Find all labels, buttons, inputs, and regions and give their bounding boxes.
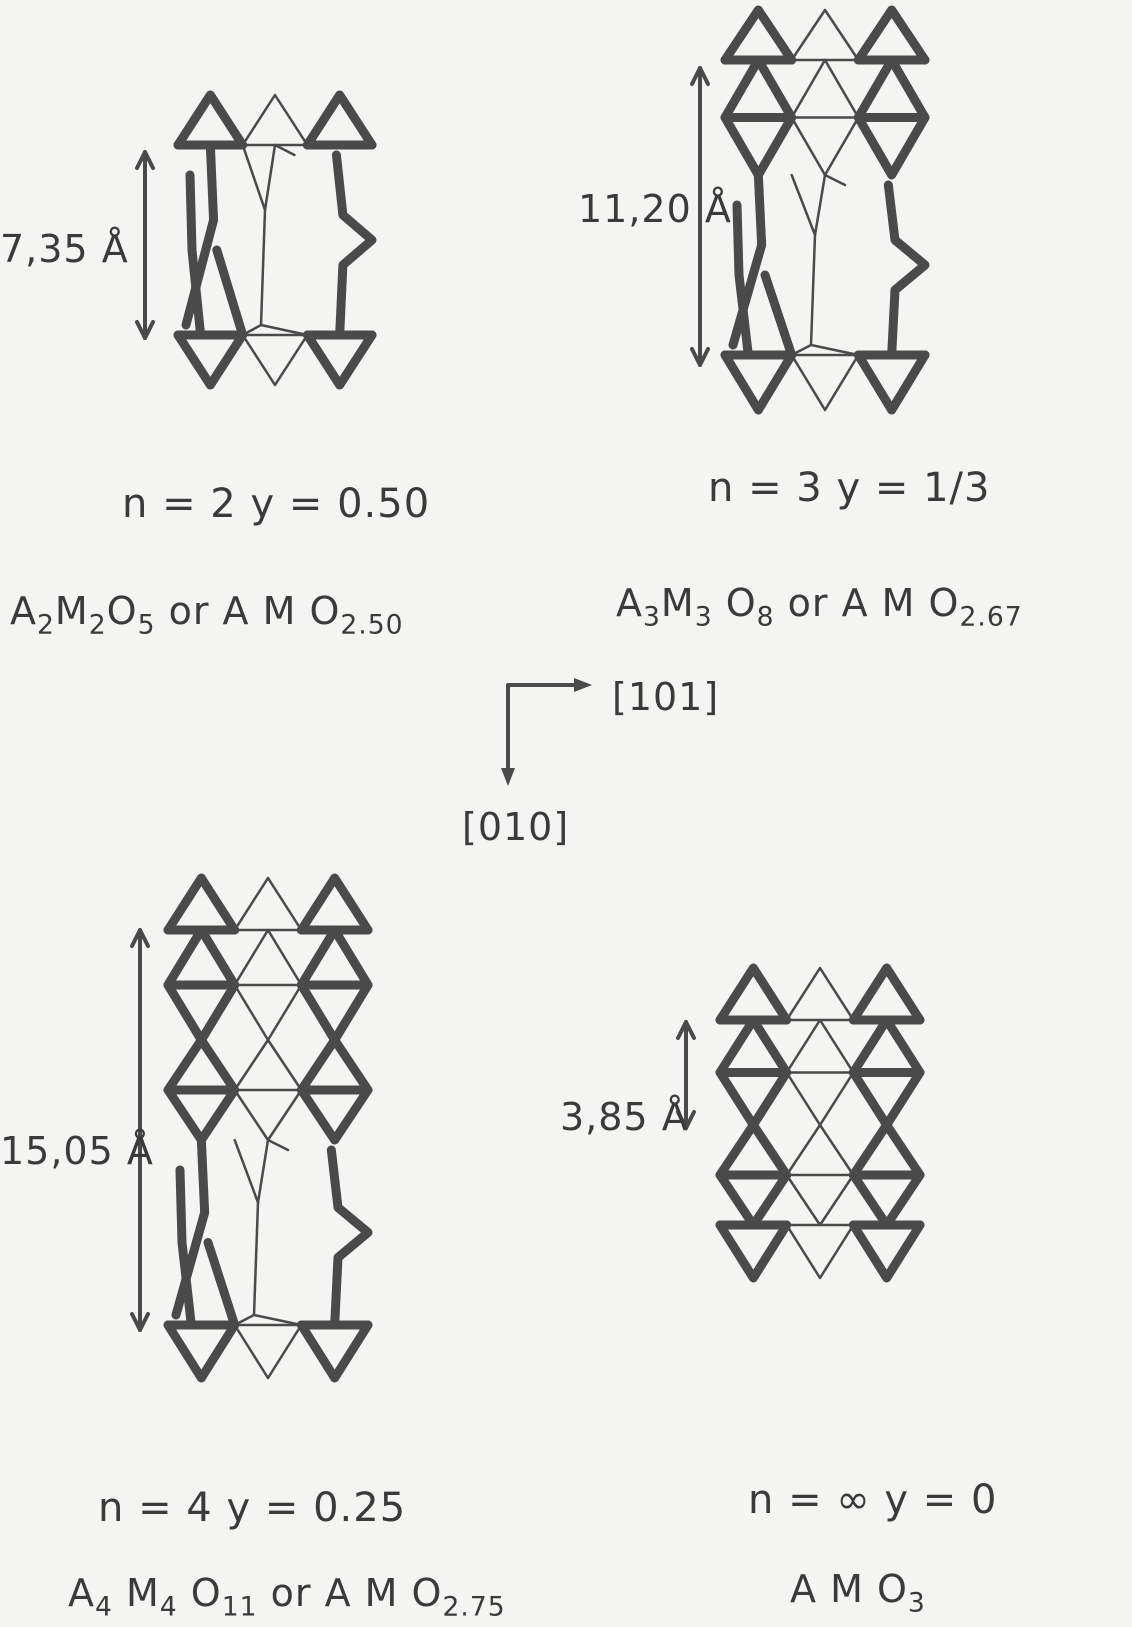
octahedra-panel-n2 bbox=[173, 90, 377, 390]
axis-arrow-lines bbox=[506, 683, 580, 772]
tetra-edge bbox=[212, 245, 248, 340]
axis-label-101: [101] bbox=[612, 675, 720, 719]
tetra-thin-edge bbox=[259, 323, 309, 337]
distance-label-n4: 15,05 Å bbox=[0, 1129, 154, 1173]
dim-arrow-n2-head-top bbox=[135, 150, 155, 170]
dim-arrow-n3-head-bottom bbox=[690, 347, 710, 367]
dim-arrow-ninf-head-top bbox=[676, 1020, 696, 1040]
distance-label-n2: 7,35 Å bbox=[0, 227, 129, 271]
tetra-thin-edge bbox=[266, 1138, 290, 1152]
cap-triangle bbox=[785, 1223, 855, 1280]
cap-triangle bbox=[790, 8, 860, 62]
distance-label-ninf: 3,85 Å bbox=[560, 1095, 689, 1139]
axis-arrowhead-101 bbox=[574, 678, 592, 692]
params-label-n2: n = 2 y = 0.50 bbox=[122, 481, 431, 527]
dim-arrow-n3-head-top bbox=[690, 66, 710, 86]
dimension-arrows bbox=[130, 66, 710, 1332]
cap-triangle bbox=[720, 5, 797, 65]
cap-triangle bbox=[163, 873, 240, 935]
cap-triangle bbox=[302, 330, 377, 390]
tetra-thin-edge bbox=[809, 343, 860, 357]
axis-label-010: [010] bbox=[462, 805, 570, 849]
cap-triangle bbox=[233, 876, 303, 932]
distance-label-n3: 11,20 Å bbox=[578, 187, 732, 231]
cap-triangle bbox=[720, 350, 797, 415]
tetra-edge bbox=[760, 270, 797, 360]
cap-triangle bbox=[241, 333, 309, 387]
cap-triangle bbox=[853, 350, 930, 415]
tetra-edge bbox=[883, 180, 930, 360]
tetra-thin-edge bbox=[259, 143, 277, 327]
dim-arrow-n4-head-bottom bbox=[130, 1312, 150, 1332]
cap-triangle bbox=[173, 330, 248, 390]
cap-triangle bbox=[241, 93, 309, 147]
tetra-edge bbox=[203, 1238, 240, 1330]
cap-triangle bbox=[296, 1320, 373, 1383]
tetra-thin-edge bbox=[252, 1313, 303, 1327]
tetra-thin-edge bbox=[273, 143, 296, 157]
formula-label-n3: A3M3 O8 or A M O2.67 bbox=[616, 581, 1023, 633]
formula-label-n2: A2M2O5 or A M O2.50 bbox=[10, 589, 404, 641]
octahedron-shape bbox=[296, 1035, 373, 1145]
octahedra-panel-n4 bbox=[163, 873, 373, 1383]
cap-triangle bbox=[853, 5, 930, 65]
cap-triangle bbox=[715, 963, 792, 1025]
cap-triangle bbox=[173, 90, 248, 150]
tetra-thin-edge bbox=[790, 173, 817, 237]
tetra-edge bbox=[326, 1145, 373, 1330]
tetra-edge bbox=[732, 200, 753, 360]
cap-triangle bbox=[785, 966, 855, 1022]
tetra-thin-edge bbox=[252, 1138, 270, 1317]
axis-arrowhead-010 bbox=[501, 768, 515, 786]
dim-arrow-ninf-head-bottom bbox=[676, 1110, 696, 1130]
tetra-thin-edge bbox=[241, 143, 267, 212]
params-label-n4: n = 4 y = 0.25 bbox=[98, 1485, 407, 1531]
octahedra-panel-n3 bbox=[720, 5, 930, 415]
params-label-n3: n = 3 y = 1/3 bbox=[708, 465, 991, 511]
formula-label-n4: A4 M4 O11 or A M O2.75 bbox=[68, 1571, 506, 1623]
tetra-thin-edge bbox=[233, 1138, 260, 1204]
cap-triangle bbox=[715, 1220, 792, 1283]
dim-arrow-n2-head-bottom bbox=[135, 320, 155, 340]
tetra-thin-edge bbox=[809, 173, 827, 347]
tetra-edge bbox=[185, 170, 206, 340]
cap-triangle bbox=[790, 353, 860, 412]
cap-triangle bbox=[163, 1320, 240, 1383]
params-label-ninf: n = ∞ y = 0 bbox=[748, 1477, 998, 1523]
cap-triangle bbox=[296, 873, 373, 935]
octahedron-shape bbox=[853, 55, 930, 180]
octahedra-panel-ninf bbox=[715, 963, 925, 1283]
cap-triangle bbox=[848, 1220, 925, 1283]
tetra-edge bbox=[331, 150, 377, 340]
dim-arrow-n4-head-top bbox=[130, 928, 150, 948]
cap-triangle bbox=[848, 963, 925, 1025]
cap-triangle bbox=[233, 1323, 303, 1380]
tetra-thin-edge bbox=[823, 173, 847, 187]
tetra-edge bbox=[175, 1165, 196, 1330]
formula-label-ninf: A M O3 bbox=[790, 1567, 926, 1619]
axis-arrows bbox=[501, 678, 592, 786]
cap-triangle bbox=[302, 90, 377, 150]
